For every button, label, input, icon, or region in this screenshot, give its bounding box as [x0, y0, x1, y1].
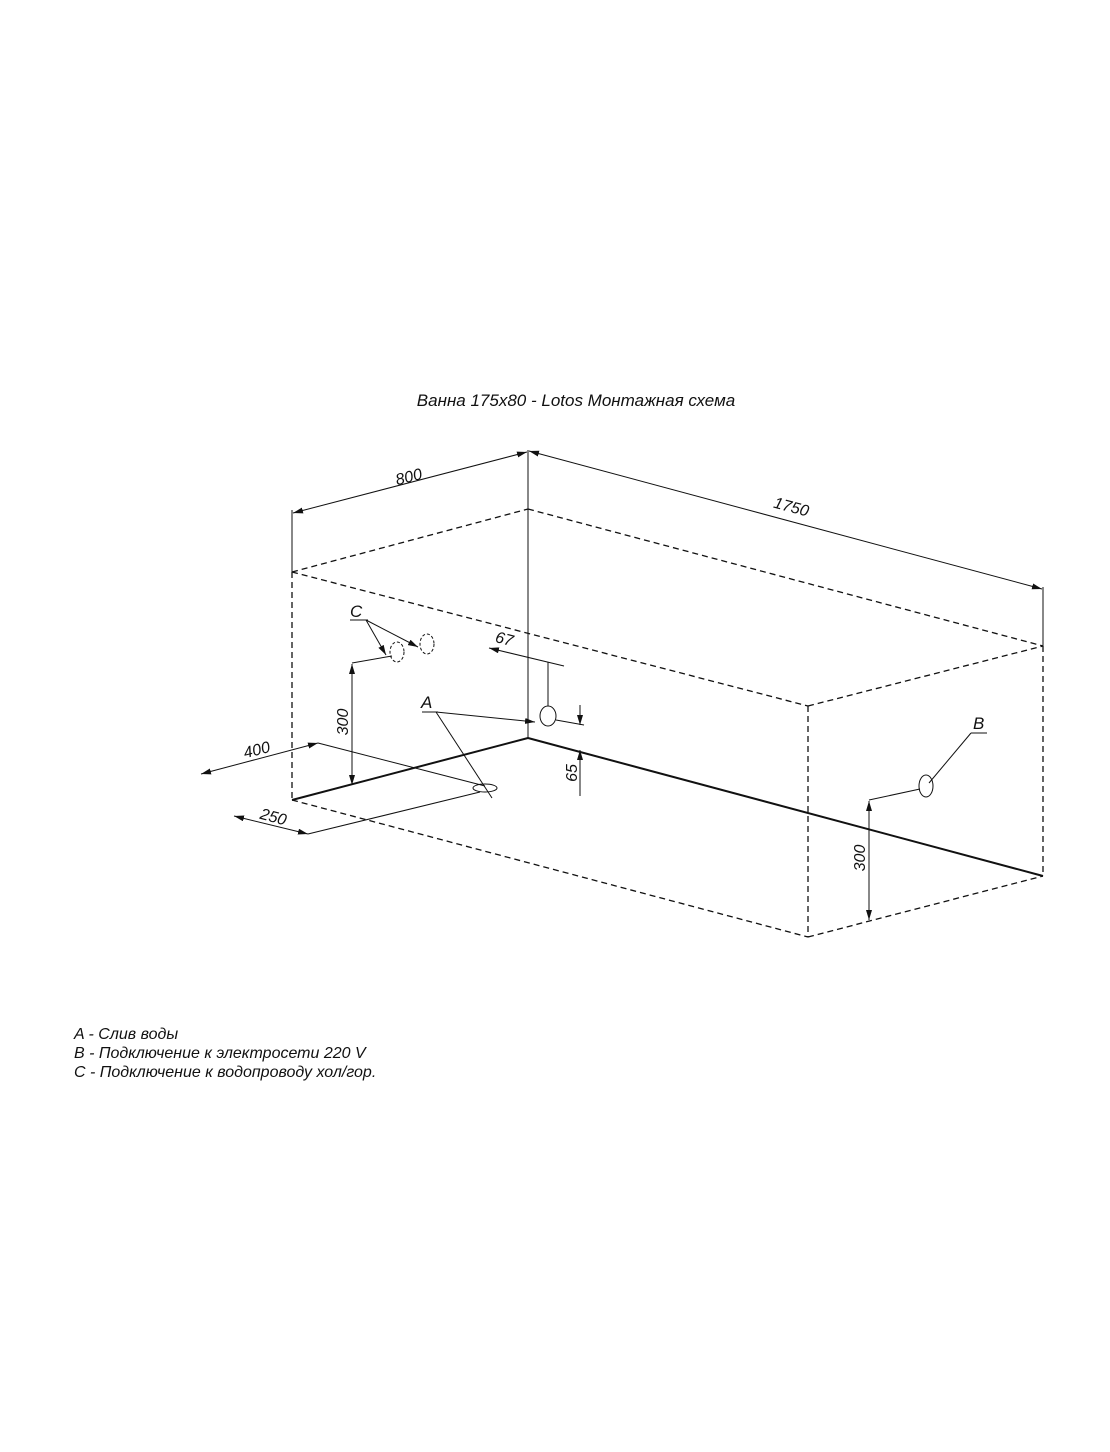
svg-text:A: A [420, 693, 432, 712]
svg-text:C: C [350, 602, 363, 621]
legend: A - Слив воды B - Подключение к электрос… [74, 1025, 376, 1082]
legend-item-c: C - Подключение к водопроводу хол/гор. [74, 1064, 377, 1081]
svg-text:250: 250 [257, 806, 288, 830]
legend-item-a: A - Слив воды [74, 1026, 179, 1043]
svg-text:67: 67 [493, 629, 516, 650]
water-supply-connection: C 300 [335, 602, 435, 785]
svg-text:400: 400 [242, 739, 272, 762]
power-connection: B 300 [852, 714, 987, 920]
drain-connection: A 67 65 400 250 [200, 629, 585, 835]
bathtub-box [291, 450, 1044, 938]
dimension-width: 800 [291, 451, 528, 572]
svg-text:800: 800 [394, 466, 424, 489]
svg-text:300: 300 [335, 709, 352, 736]
svg-text:65: 65 [564, 764, 581, 782]
svg-text:B: B [973, 714, 984, 733]
diagram-title: Ванна 175x80 - Lotos Монтажная схема [417, 391, 735, 410]
svg-text:300: 300 [852, 845, 869, 872]
svg-text:1750: 1750 [772, 495, 811, 521]
legend-item-b: B - Подключение к электросети 220 V [74, 1045, 366, 1062]
dimension-length: 1750 [528, 450, 1044, 646]
